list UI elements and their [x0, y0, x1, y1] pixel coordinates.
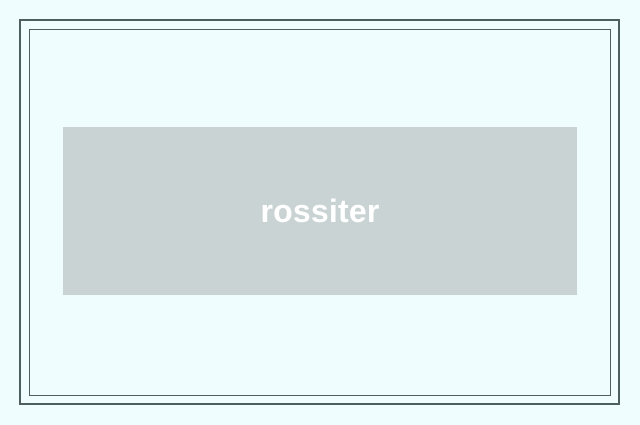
outer-frame-border [19, 19, 620, 405]
inner-frame-border [29, 29, 611, 396]
placeholder-image-block: rossiter [63, 127, 577, 295]
placeholder-label: rossiter [260, 193, 380, 229]
